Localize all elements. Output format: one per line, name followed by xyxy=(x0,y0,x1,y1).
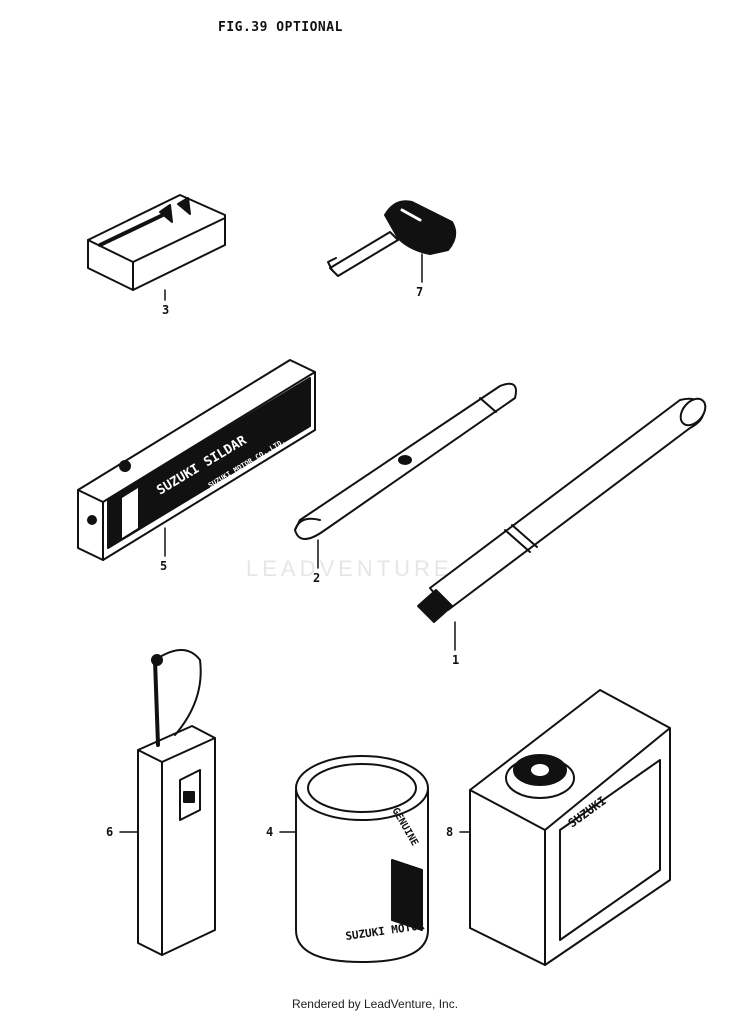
page-title: FIG.39 OPTIONAL xyxy=(218,20,343,35)
callout-1[interactable]: 1 xyxy=(452,653,459,667)
callout-5[interactable]: 5 xyxy=(160,559,167,573)
key-icon[interactable] xyxy=(327,200,457,283)
tire-lever-icon[interactable] xyxy=(294,382,517,569)
oil-can-icon[interactable] xyxy=(119,649,216,956)
callout-3[interactable]: 3 xyxy=(162,303,169,317)
oil-tin-icon[interactable] xyxy=(459,689,671,966)
toolbag-icon[interactable] xyxy=(87,194,226,301)
callout-6[interactable]: 6 xyxy=(106,825,113,839)
footer-credit: Rendered by LeadVenture, Inc. xyxy=(291,997,459,1011)
watermark: LEADVENTURE xyxy=(246,556,453,581)
callout-4[interactable]: 4 xyxy=(266,825,273,839)
paint-can-print-main: SUZUKI MOTOR xyxy=(345,919,426,943)
toolbox-case-icon[interactable] xyxy=(77,359,316,561)
paint-can-icon[interactable] xyxy=(279,755,429,963)
callout-2[interactable]: 2 xyxy=(313,571,320,585)
callout-7[interactable]: 7 xyxy=(416,285,423,299)
tire-pump-icon[interactable] xyxy=(417,394,710,651)
callout-8[interactable]: 8 xyxy=(446,825,453,839)
